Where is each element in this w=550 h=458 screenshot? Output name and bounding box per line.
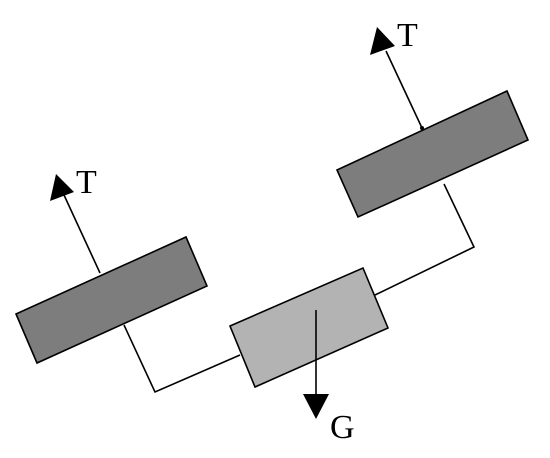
tension-label-right: T [397,17,418,54]
middle-hanging-block [228,266,390,389]
rope-right-segment [374,183,476,296]
tension-label-left: T [76,164,97,201]
gravity-arrowhead [303,394,329,419]
tension-arrowhead-right [370,27,395,55]
force-application-point [420,126,424,130]
gravity-label: G [330,409,355,446]
rope-left-segment [123,324,241,394]
left-support-block [14,235,209,365]
tension-arrow-right [385,50,423,129]
right-support-block [335,89,530,219]
tension-arrowhead-left [50,174,74,201]
tension-arrow-left [63,194,101,274]
